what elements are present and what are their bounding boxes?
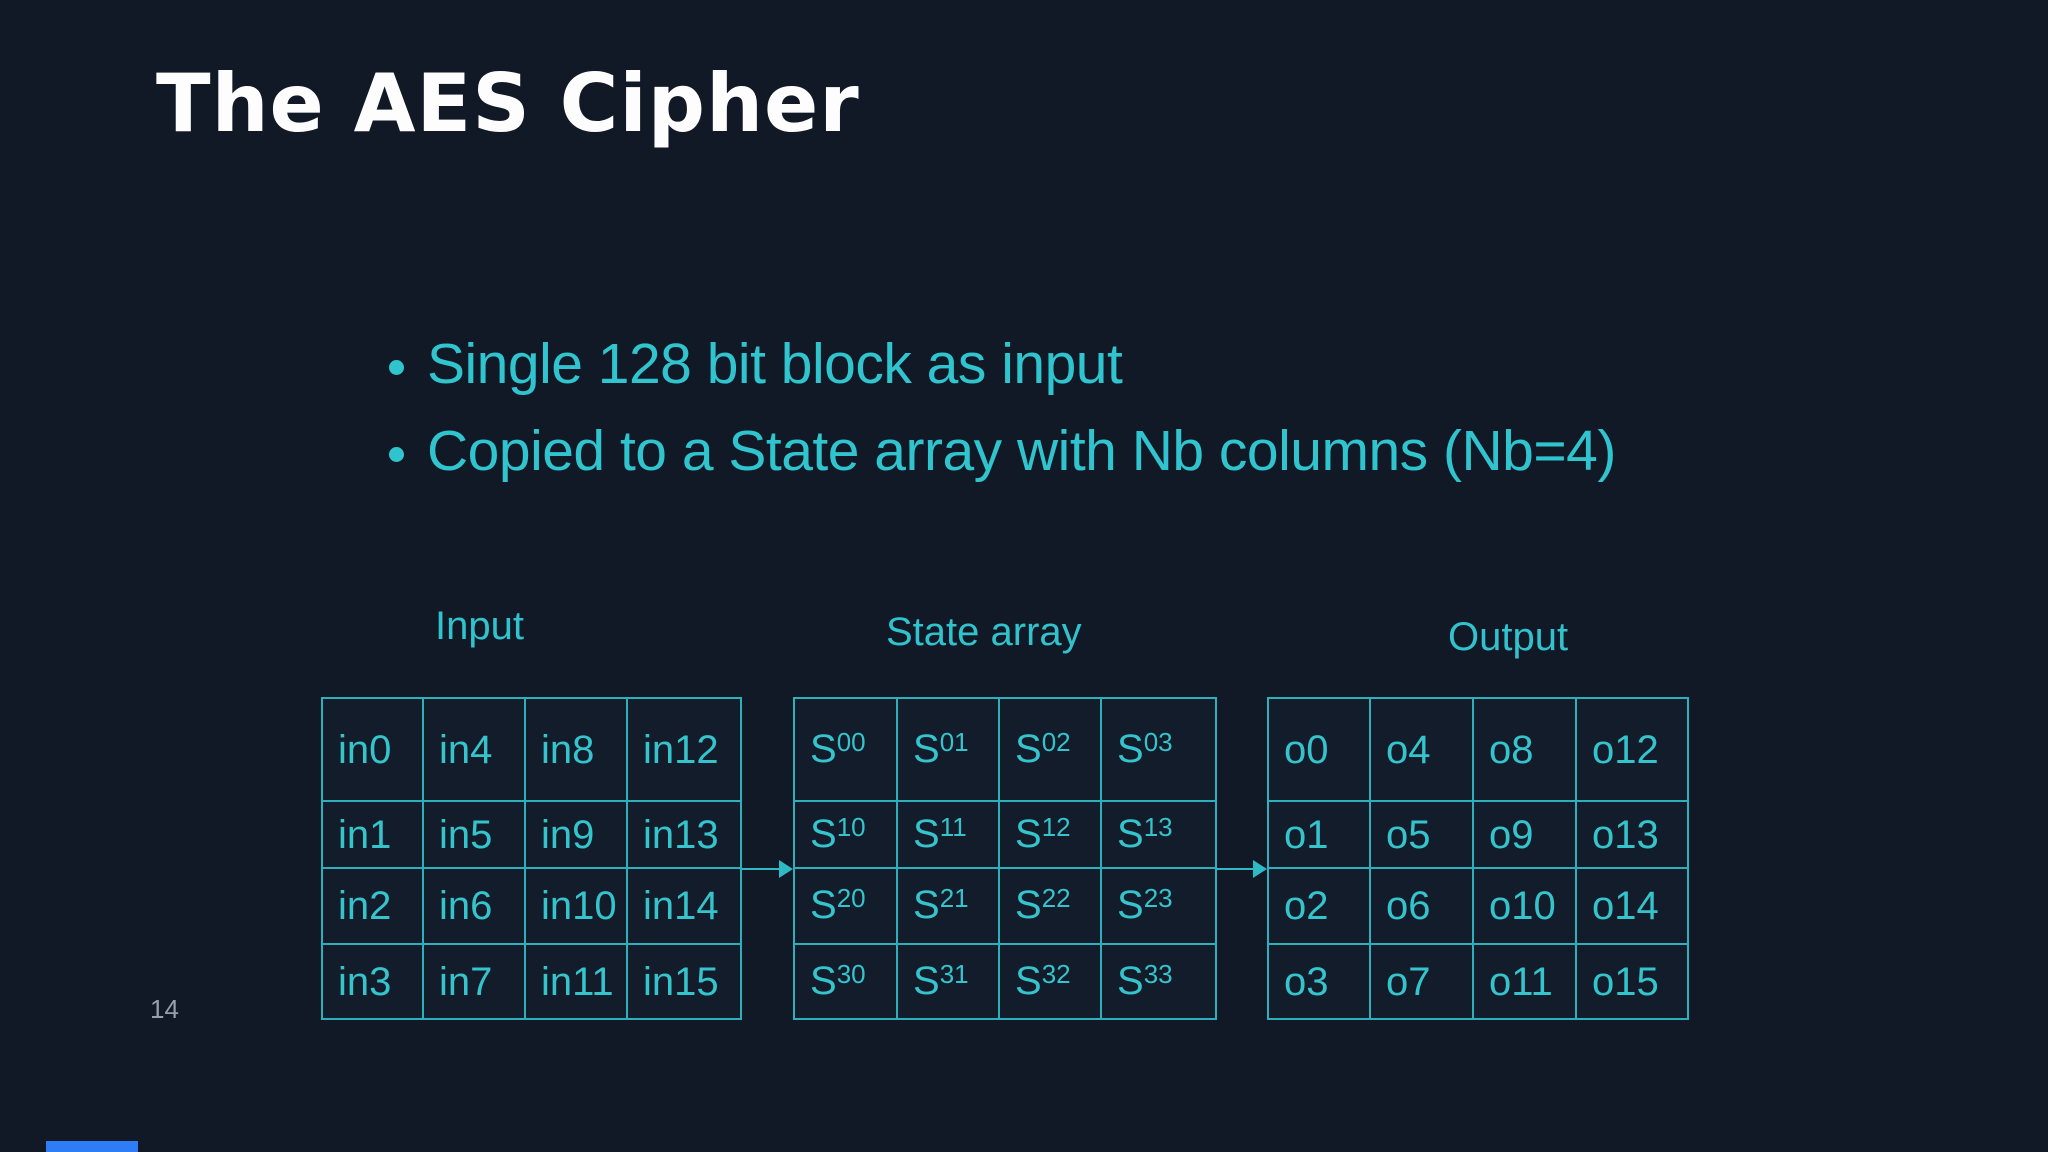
table-cell: o13 [1577, 802, 1687, 869]
table-cell: in15 [643, 959, 719, 1004]
bullet-text: Copied to a State array with Nb columns … [427, 419, 1616, 483]
table-cell: o12 [1577, 699, 1687, 802]
table-cell: o0 [1269, 699, 1371, 802]
table-cell: o2 [1269, 869, 1371, 945]
arrow-input-to-state-head-icon [779, 860, 793, 878]
slide-title: The AES Cipher [156, 57, 860, 150]
footer-accent-bar [46, 1141, 138, 1152]
bullet-item: Single 128 bit block as input [389, 332, 1123, 396]
table-cell: o10 [1474, 869, 1577, 945]
table-cell: o7 [1371, 945, 1474, 1018]
table-cell: in1 [323, 802, 424, 869]
table-cell: o3 [1269, 945, 1371, 1018]
table-cell: in7 [424, 945, 526, 1018]
table-cell: o6 [1371, 869, 1474, 945]
output-table-label: Output [1448, 615, 1569, 659]
table-cell: in8 [526, 699, 628, 802]
input-table-label: Input [435, 604, 524, 648]
table-cell: o1 [1269, 802, 1371, 869]
table-cell: in5 [424, 802, 526, 869]
table-cell: o11 [1474, 945, 1577, 1018]
table-cell: o14 [1577, 869, 1687, 945]
table-cell: o15 [1592, 959, 1659, 1004]
table-cell: in2 [323, 869, 424, 945]
bullet-dot-icon [389, 447, 404, 462]
table-cell: in12 [628, 699, 740, 802]
table-cell: o5 [1371, 802, 1474, 869]
table-cell: in9 [526, 802, 628, 869]
arrow-input-to-state-icon [742, 868, 782, 870]
arrow-state-to-output-head-icon [1253, 860, 1267, 878]
bullet-text: Single 128 bit block as input [427, 332, 1123, 396]
table-cell: o8 [1474, 699, 1577, 802]
table-cell: in14 [628, 869, 740, 945]
table-cell: in11 [526, 945, 628, 1018]
table-cell: o4 [1371, 699, 1474, 802]
table-cell: in3 [323, 945, 424, 1018]
bullet-item: Copied to a State array with Nb columns … [389, 423, 1616, 480]
bullet-dot-icon [389, 360, 404, 375]
arrow-state-to-output-icon [1217, 868, 1255, 870]
table-cell: in13 [628, 802, 740, 869]
table-cell: o9 [1474, 802, 1577, 869]
table-cell: in4 [424, 699, 526, 802]
state-array-table-label: State array [886, 610, 1082, 654]
table-cell: in0 [323, 699, 424, 802]
table-cell: in10 [526, 869, 628, 945]
table-cell: in6 [424, 869, 526, 945]
page-number: 14 [150, 994, 179, 1024]
